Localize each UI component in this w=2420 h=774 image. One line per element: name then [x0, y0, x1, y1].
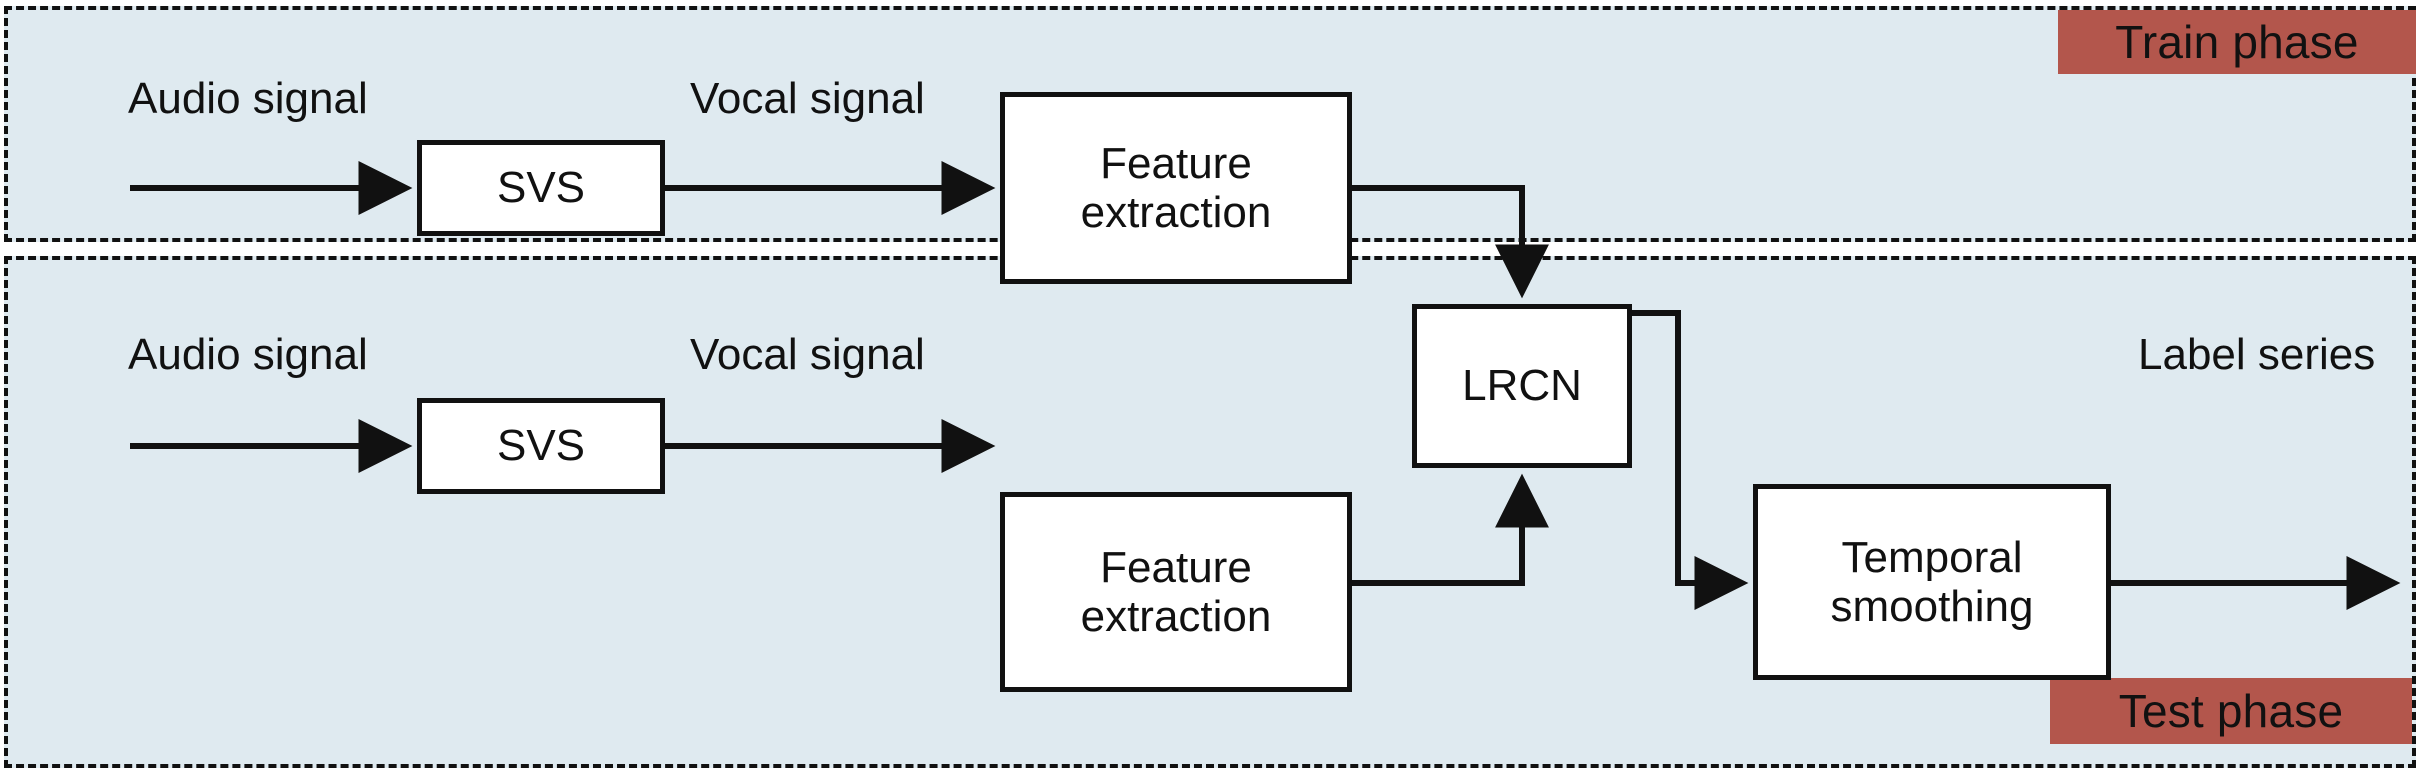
node-temporal-line1: Temporal — [1841, 532, 2023, 582]
node-fe-test-line1: Feature — [1100, 542, 1252, 592]
train-phase-badge-label: Train phase — [2115, 16, 2359, 68]
node-svs-train: SVS — [417, 140, 665, 236]
test-phase-badge-label: Test phase — [2118, 685, 2344, 737]
node-feature-extraction-test: Feature extraction — [1000, 492, 1352, 692]
test-phase-badge: Test phase — [2050, 678, 2412, 744]
edge-label-vocal-signal-test: Vocal signal — [690, 330, 925, 379]
node-svs-train-label: SVS — [496, 163, 586, 213]
node-fe-train-line2: extraction — [1080, 188, 1272, 237]
node-feature-extraction-test-label: Feature extraction — [1075, 543, 1278, 642]
edge-label-vocal-signal-train: Vocal signal — [690, 74, 925, 123]
edge-label-label-series: Label series — [2138, 330, 2376, 379]
node-feature-extraction-train: Feature extraction — [1000, 92, 1352, 284]
node-fe-test-line2: extraction — [1080, 592, 1272, 641]
node-svs-test-label: SVS — [496, 421, 586, 471]
node-lrcn: LRCN — [1412, 304, 1632, 468]
train-phase-badge: Train phase — [2058, 10, 2416, 74]
node-lrcn-label: LRCN — [1462, 361, 1582, 411]
node-temporal-smoothing: Temporal smoothing — [1753, 484, 2111, 680]
node-temporal-smoothing-label: Temporal smoothing — [1824, 533, 2039, 632]
edge-label-audio-signal-train: Audio signal — [128, 74, 368, 123]
node-svs-test: SVS — [417, 398, 665, 494]
edge-label-audio-signal-test: Audio signal — [128, 330, 368, 379]
node-feature-extraction-train-label: Feature extraction — [1075, 139, 1278, 238]
node-temporal-line2: smoothing — [1830, 582, 2034, 631]
node-fe-train-line1: Feature — [1100, 138, 1252, 188]
